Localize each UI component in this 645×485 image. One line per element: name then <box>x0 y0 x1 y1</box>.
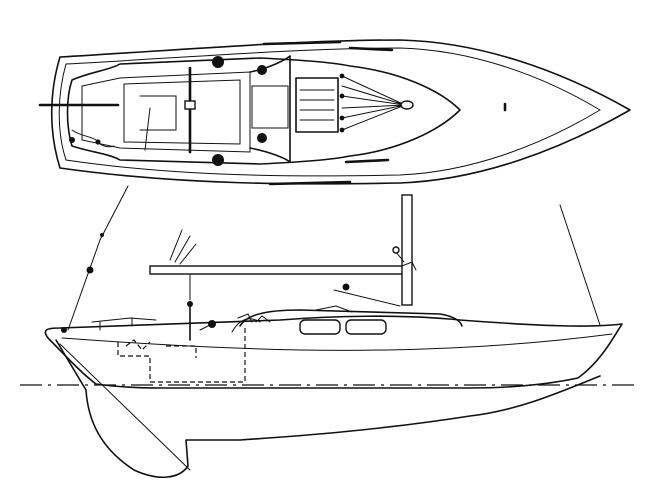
deck-plan-sheer-line <box>58 47 601 177</box>
rudder <box>59 343 191 471</box>
bow-fitting <box>400 100 414 110</box>
cabin-trunk <box>239 309 463 327</box>
fuel-tank-dashed <box>166 345 197 358</box>
backstay <box>67 185 129 331</box>
mainsheet-block <box>187 301 193 307</box>
boom-end-fitting <box>401 261 417 271</box>
profile-view <box>20 185 640 478</box>
mast-step <box>339 73 345 79</box>
chainplate-3 <box>339 127 345 133</box>
tiller-profile <box>199 321 217 331</box>
toerail-port <box>262 40 342 46</box>
sheer-line <box>61 333 613 351</box>
vang-block <box>342 283 350 291</box>
rudder-line <box>144 107 151 151</box>
winch-starboard-fwd <box>257 133 267 143</box>
engine-dashed <box>125 339 151 351</box>
backstay-adjuster <box>100 233 104 237</box>
foredeck-lines <box>341 75 406 131</box>
rudder-head <box>237 313 253 323</box>
winch-starboard-aft <box>212 154 224 166</box>
stern-light <box>61 327 67 333</box>
chainplate-2 <box>339 115 345 121</box>
companionway <box>139 95 177 131</box>
underbody-curve <box>239 375 601 441</box>
winch-port-aft <box>212 56 224 68</box>
forestay <box>559 204 601 326</box>
fore-hatch <box>295 77 339 133</box>
coachroof-front <box>249 55 291 163</box>
mast-light <box>392 246 400 254</box>
cockpit-well <box>81 71 251 153</box>
boom <box>149 265 407 275</box>
mast-fitting <box>395 251 405 263</box>
genoa-track-starboard <box>344 158 390 164</box>
mast <box>401 194 413 306</box>
stern-fittings <box>71 129 115 148</box>
cockpit-dashed <box>117 326 246 383</box>
cabin-window-aft <box>299 319 341 335</box>
backstay-block <box>86 266 94 274</box>
traveller-car <box>184 100 196 110</box>
stern-cleat-1 <box>69 137 75 143</box>
deck-plan-view <box>38 39 631 186</box>
stern-rail <box>91 317 157 331</box>
cabin-window-fwd <box>345 319 387 335</box>
cockpit-seat <box>123 79 241 145</box>
sprayhood <box>231 318 261 333</box>
main-hatch <box>251 85 289 129</box>
deck-plan-hull-outline <box>50 39 631 185</box>
toerail-starboard <box>268 180 352 186</box>
fore-hatch-detail <box>299 89 335 121</box>
deck-hardware <box>255 305 353 323</box>
hull-profile <box>44 315 623 389</box>
stern-cleat-2 <box>95 139 101 145</box>
topping-lift <box>169 229 197 265</box>
chainplate-1 <box>339 93 345 99</box>
genoa-track-port <box>348 46 394 52</box>
vang <box>333 289 401 307</box>
keel <box>55 339 241 478</box>
